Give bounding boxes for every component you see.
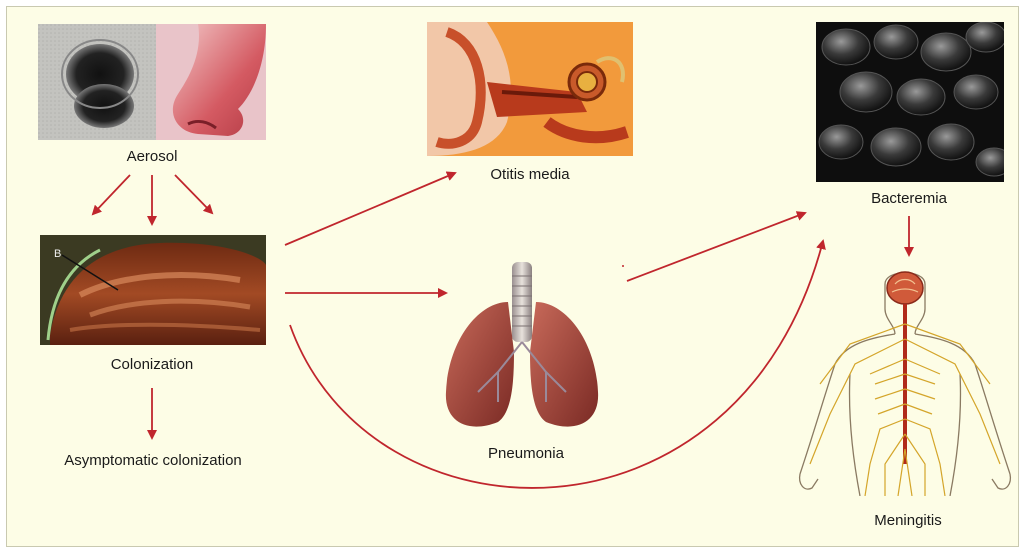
otitis-media-label: Otitis media: [470, 166, 590, 183]
arrow-aerosol-right: [175, 175, 212, 213]
arrow-colonization-to-otitis: [285, 173, 455, 245]
colonization-label: Colonization: [82, 356, 222, 373]
meningitis-label: Meningitis: [848, 512, 968, 529]
arrow-pneumonia-to-bacteremia: [627, 213, 805, 281]
arrow-aerosol-left: [93, 175, 130, 214]
aerosol-label: Aerosol: [102, 148, 202, 165]
bacteremia-label: Bacteremia: [849, 190, 969, 207]
pneumonia-label: Pneumonia: [466, 445, 586, 462]
asymptomatic-colonization-label: Asymptomatic colonization: [18, 452, 288, 469]
